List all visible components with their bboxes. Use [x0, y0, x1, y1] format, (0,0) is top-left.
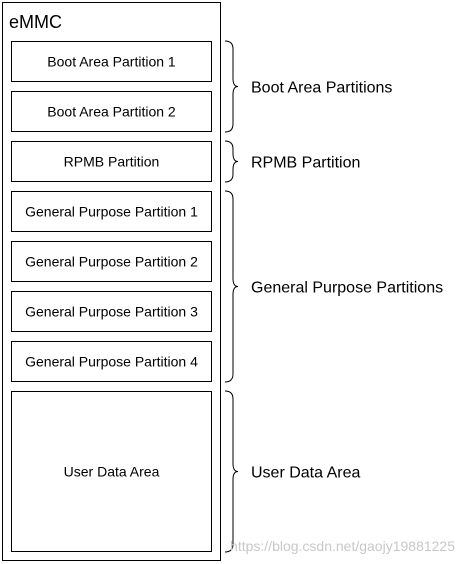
- partition-box: Boot Area Partition 1: [11, 41, 212, 82]
- partition-label: RPMB Partition: [64, 154, 160, 170]
- partition-box: General Purpose Partition 1: [11, 191, 212, 232]
- partition-rect: [11, 41, 212, 82]
- emmc-title: eMMC: [9, 12, 62, 32]
- partition-group: Boot Area Partitions: [224, 40, 392, 133]
- partition-box: User Data Area: [11, 391, 212, 552]
- partition-rect: [11, 291, 212, 332]
- group-label: Boot Area Partitions: [251, 80, 392, 97]
- partition-rect: [11, 141, 212, 182]
- curly-brace: [224, 40, 239, 133]
- partition-group: General Purpose Partitions: [224, 190, 443, 383]
- partition-box: General Purpose Partition 4: [11, 341, 212, 382]
- partition-list: Boot Area Partition 1 Boot Area Partition…: [11, 41, 212, 552]
- partition-box: RPMB Partition: [11, 141, 212, 182]
- partition-label: General Purpose Partition 1: [25, 204, 198, 220]
- group-label: User Data Area: [251, 465, 360, 482]
- partition-rect: [11, 391, 212, 552]
- watermark-text: https://blog.csdn.net/gaojy19881225: [230, 538, 455, 554]
- group-label: RPMB Partition: [251, 155, 360, 172]
- partition-box: General Purpose Partition 3: [11, 291, 212, 332]
- partition-box: General Purpose Partition 2: [11, 241, 212, 282]
- curly-brace: [224, 390, 239, 553]
- partition-rect: [11, 241, 212, 282]
- partition-label: User Data Area: [64, 464, 160, 480]
- partition-label: General Purpose Partition 2: [25, 254, 198, 270]
- partition-rect: [11, 91, 212, 132]
- curly-brace: [224, 190, 239, 383]
- partition-label: General Purpose Partition 3: [25, 304, 198, 320]
- partition-label: General Purpose Partition 4: [25, 354, 198, 370]
- partition-label: Boot Area Partition 2: [47, 104, 176, 120]
- partition-group: User Data Area: [224, 390, 360, 553]
- partition-label: Boot Area Partition 1: [47, 54, 176, 70]
- partition-rect: [11, 191, 212, 232]
- partition-box: Boot Area Partition 2: [11, 91, 212, 132]
- curly-brace: [224, 140, 239, 183]
- partition-rect: [11, 341, 212, 382]
- partition-group: RPMB Partition: [224, 140, 360, 183]
- group-label: General Purpose Partitions: [251, 280, 443, 297]
